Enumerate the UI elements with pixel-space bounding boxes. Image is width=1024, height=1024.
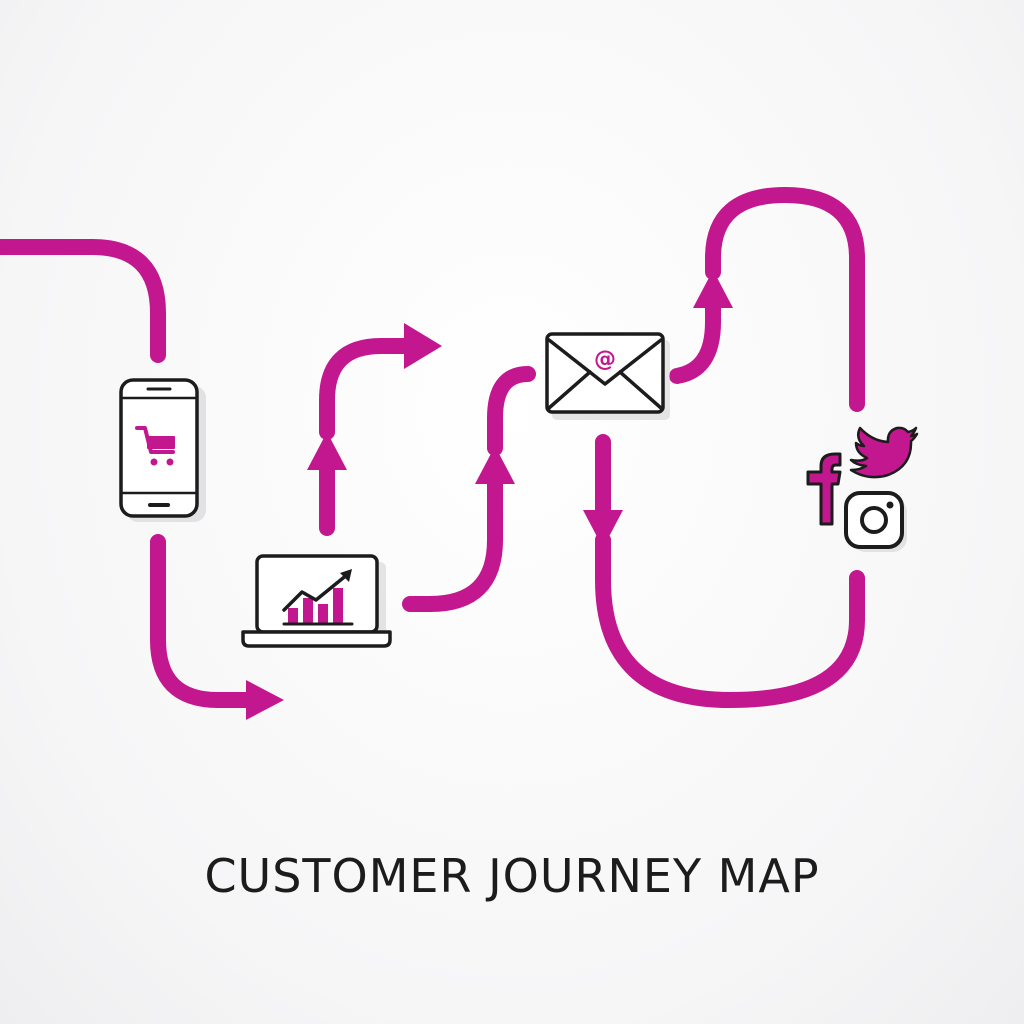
path-laptop-to-email [402, 470, 503, 612]
path-phone-to-laptop [150, 534, 254, 708]
journey-path [0, 187, 865, 708]
arrow-right-icon [404, 323, 442, 369]
path-bottom-loop [595, 532, 865, 708]
laptop-growth-chart-icon [241, 554, 392, 648]
path-into-email [487, 366, 536, 456]
instagram-icon [844, 491, 907, 552]
arrow-up-icon [475, 446, 515, 484]
path-entry-segment [0, 239, 166, 363]
envelope-at-icon: @ [545, 332, 670, 420]
smartphone-cart-icon [119, 378, 206, 522]
arrow-right-icon [246, 680, 284, 720]
social-media-icons [806, 426, 919, 552]
arrow-up-icon [307, 432, 347, 470]
at-symbol: @ [594, 347, 616, 372]
facebook-icon [806, 452, 842, 526]
bar-chart-icon [282, 569, 354, 626]
arrowheads [246, 270, 733, 720]
path-laptop-curve-right [319, 338, 414, 440]
path-email-up [669, 294, 721, 384]
path-top-loop [705, 187, 865, 412]
twitter-icon [849, 426, 919, 479]
shopping-cart-icon [135, 426, 175, 466]
page-title: CUSTOMER JOURNEY MAP [204, 849, 820, 903]
arrow-up-icon [693, 270, 733, 308]
arrow-down-icon [583, 510, 623, 548]
